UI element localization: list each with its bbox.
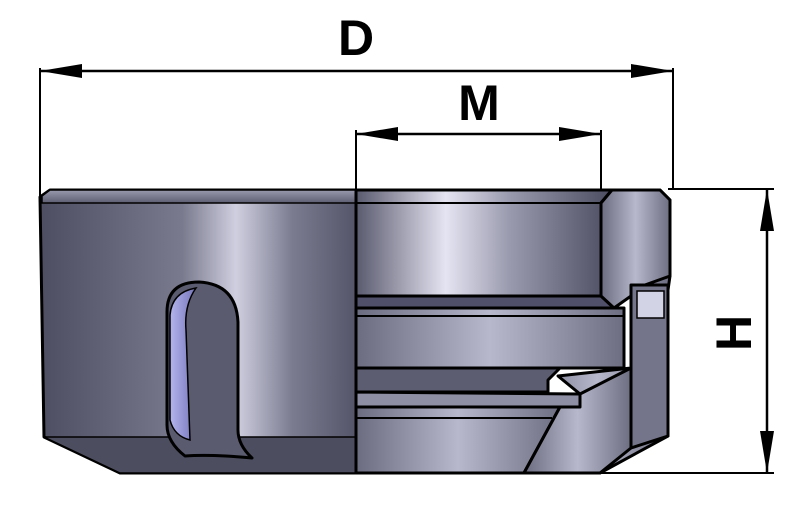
arrowhead-m-right bbox=[559, 127, 601, 141]
section-wall-lower bbox=[522, 366, 633, 475]
bore-upper-section bbox=[354, 188, 614, 298]
dimension-d: D bbox=[39, 10, 674, 196]
arrowhead-h-bottom bbox=[760, 431, 774, 473]
arrowhead-left bbox=[40, 64, 82, 78]
collet-nut bbox=[38, 188, 672, 475]
dimension-label-m: M bbox=[458, 75, 500, 131]
arrowhead-m-left bbox=[356, 127, 398, 141]
thread-flange bbox=[354, 390, 582, 409]
groove-lip bbox=[354, 294, 616, 310]
dimension-h: H bbox=[600, 188, 774, 474]
section-wall-highlight bbox=[636, 290, 665, 319]
dimension-m: M bbox=[355, 75, 602, 200]
dimension-label-d: D bbox=[338, 10, 374, 66]
thread-step bbox=[354, 366, 562, 394]
arrowhead-right bbox=[631, 64, 673, 78]
section-wall-upper bbox=[599, 188, 672, 310]
top-chamfer-band bbox=[41, 189, 357, 204]
arrowhead-h-top bbox=[760, 189, 774, 231]
dimension-label-h: H bbox=[706, 315, 762, 351]
wrench-slot-highlight bbox=[169, 286, 198, 441]
